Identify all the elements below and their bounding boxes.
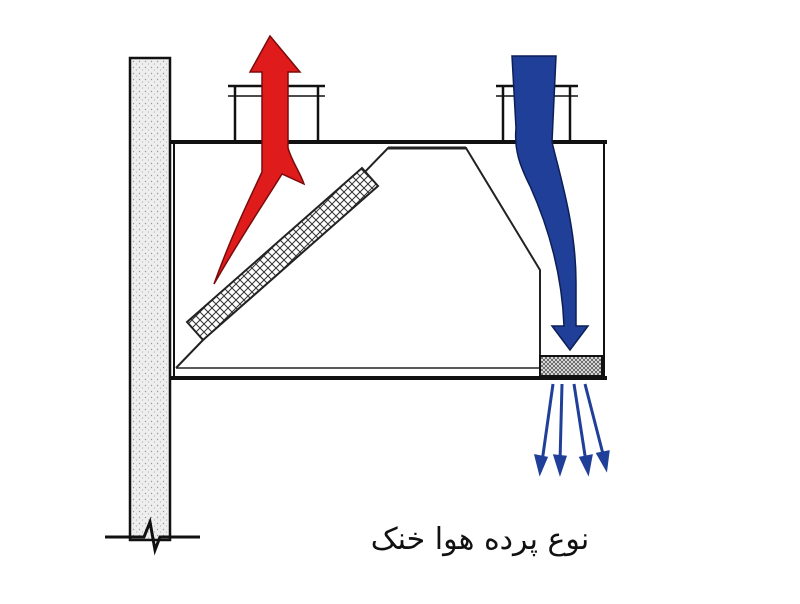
discharge-grille [539, 355, 603, 377]
red-up-arrow-icon [213, 34, 306, 285]
diagonal-filter [185, 166, 380, 342]
small-blue-arrows-icon [533, 383, 610, 477]
blue-down-arrow-icon [511, 55, 590, 352]
wall-column [105, 56, 200, 556]
diagram-caption: نوع پرده هوا خنک [370, 522, 590, 557]
exhaust-duct [228, 84, 325, 142]
